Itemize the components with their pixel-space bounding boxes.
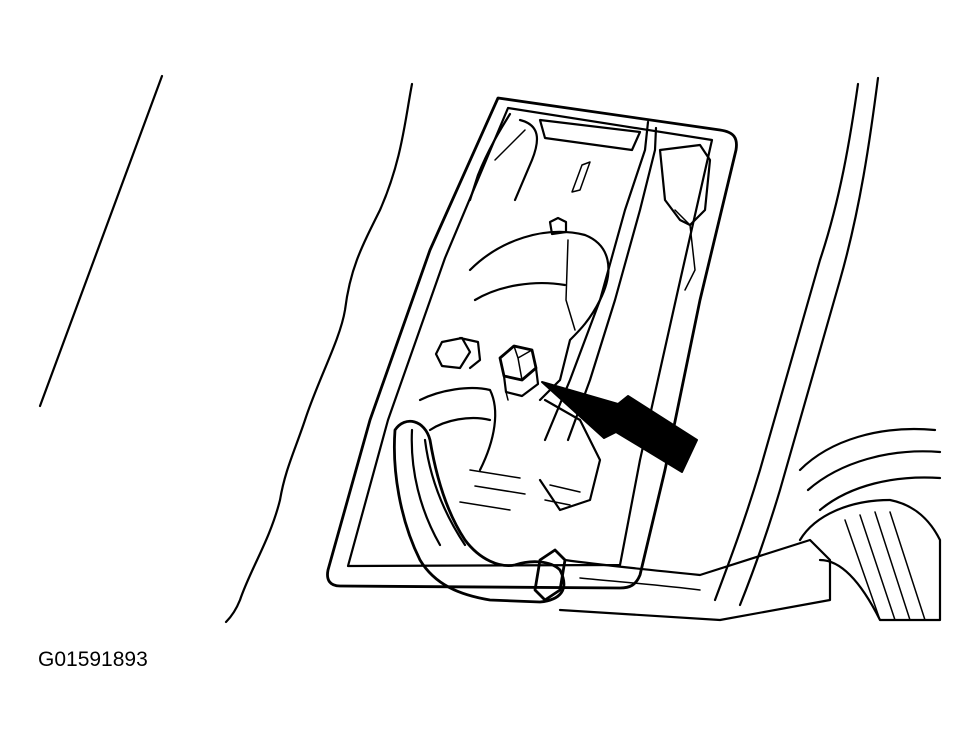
socket-ridge: [565, 239, 576, 331]
lower-cavity: [418, 386, 497, 472]
lamp-housing-frame: [326, 96, 738, 590]
corner-channel-inner: [494, 129, 526, 161]
wire-harness: [393, 419, 566, 604]
body-side-curve-1: [713, 82, 860, 602]
connector-lead-line: [579, 577, 701, 591]
trim-panel-edge: [224, 82, 414, 624]
callout-arrow: [541, 381, 698, 473]
top-rail-slot: [571, 161, 591, 193]
right-bracket-detail: [674, 209, 696, 291]
mounting-stud-left: [434, 336, 482, 370]
right-bracket: [658, 143, 712, 227]
bulb-socket-stud: [548, 216, 568, 236]
corner-channel: [468, 112, 539, 202]
connector-lead: [558, 538, 832, 622]
connector-plug: [533, 548, 567, 602]
top-rail: [538, 118, 642, 152]
left-panel-edge: [38, 74, 164, 408]
wire-harness-inner: [410, 428, 467, 547]
lamp-housing-inner-edge: [346, 106, 714, 568]
figure-id-label: G01591893: [38, 648, 148, 671]
bumper-grille: [844, 511, 926, 621]
bumper-arch: [798, 427, 942, 512]
body-side-curve-2: [738, 76, 880, 607]
lower-ridges: [459, 469, 581, 511]
hex-nut: [498, 344, 540, 401]
lower-cavity-right: [538, 398, 602, 512]
bumper-lower: [798, 498, 942, 622]
bulb-socket: [468, 230, 610, 402]
